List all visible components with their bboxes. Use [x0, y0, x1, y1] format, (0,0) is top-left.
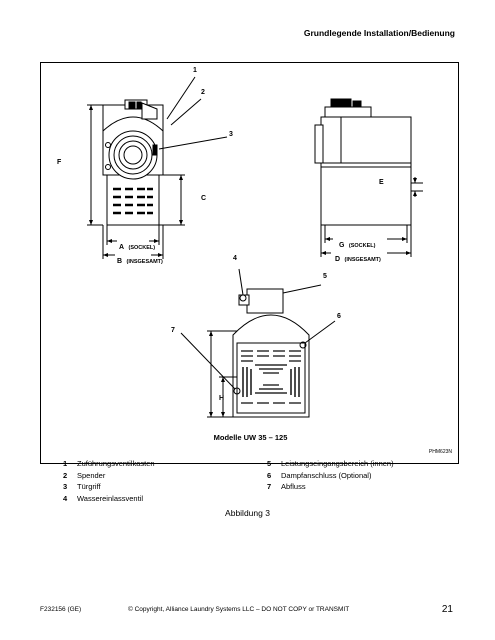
dim-g-label: G (SOCKEL): [339, 242, 376, 249]
dimension-arrows: [89, 105, 417, 417]
footer-doc-id: F232156 (GE): [40, 606, 82, 613]
figure-code: PHM623N: [428, 449, 452, 455]
dim-c-label: C: [201, 195, 207, 202]
side-view: [314, 98, 423, 257]
front-view: [87, 76, 228, 259]
dim-a-label: A (SOCKEL): [119, 244, 156, 251]
page-number: 21: [441, 604, 453, 615]
callout-4: 4: [233, 255, 237, 262]
figure-frame: 1 2 3 4 5 6 7 F C E H A (SOCKEL) B (INSG…: [40, 62, 459, 503]
footer-copyright: © Copyright, Alliance Laundry Systems LL…: [128, 606, 350, 613]
washer-drawing: [87, 76, 423, 418]
figure-caption: Modelle UW 35 – 125: [213, 433, 288, 442]
dim-d-label: D (INSGESAMT): [335, 256, 381, 263]
callout-2: 2: [201, 89, 205, 96]
callout-6: 6: [337, 313, 341, 320]
page-header-title: Grundlegende Installation/Bedienung: [303, 28, 455, 38]
dim-b-label: B (INSGESAMT): [117, 258, 163, 265]
figure-label: Abbildung 3: [225, 508, 270, 518]
callout-1: 1: [193, 67, 197, 74]
dim-e-label: E: [379, 179, 384, 186]
dim-f-label: F: [57, 159, 62, 166]
callout-7: 7: [171, 327, 175, 334]
dim-h-label: H: [219, 395, 225, 402]
rear-view: [180, 268, 336, 418]
callout-5: 5: [323, 273, 327, 280]
callout-3: 3: [229, 131, 233, 138]
